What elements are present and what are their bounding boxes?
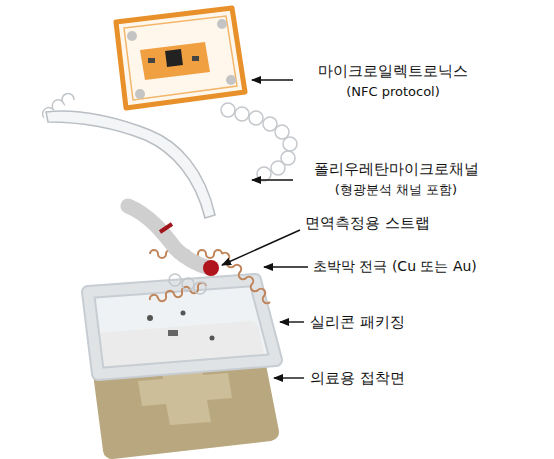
nfc-chip <box>165 49 183 67</box>
nfc-coil-inner <box>124 16 237 100</box>
part-label: 초박막 전극 (Cu 또는 Au) <box>313 258 477 275</box>
part-label: 의료용 접착면 <box>310 369 405 387</box>
silicone-hole <box>181 311 186 316</box>
silicone-edge <box>88 280 276 374</box>
part-label: 면역측정용 스트랩 <box>305 214 430 232</box>
part-label: (형광분석 채널 포함) <box>296 182 496 198</box>
microchannel-inlet <box>43 94 74 118</box>
silicone-hole <box>168 330 178 336</box>
strap-body <box>128 206 210 268</box>
circuit-board <box>140 42 210 80</box>
silicone-layer <box>88 280 276 374</box>
silicone-hole <box>210 336 215 341</box>
leader-arrows <box>222 80 308 378</box>
silicone-hole <box>147 315 153 321</box>
part-label: (NFC protocol) <box>298 84 488 100</box>
microchannel-body <box>46 111 215 218</box>
part-label: 폴리우레탄마이크로채널 <box>296 160 496 178</box>
part-label: 실리콘 패키징 <box>310 313 405 331</box>
strap-band <box>160 224 172 232</box>
contact-pads <box>127 19 236 99</box>
component <box>192 56 199 61</box>
component <box>148 58 155 63</box>
microchannel-coils <box>169 103 297 294</box>
strap-tip <box>203 260 219 276</box>
part-label: 마이크로일렉트로닉스 <box>298 62 488 80</box>
nfc-coil <box>116 8 245 108</box>
electrode-trace <box>222 253 270 303</box>
